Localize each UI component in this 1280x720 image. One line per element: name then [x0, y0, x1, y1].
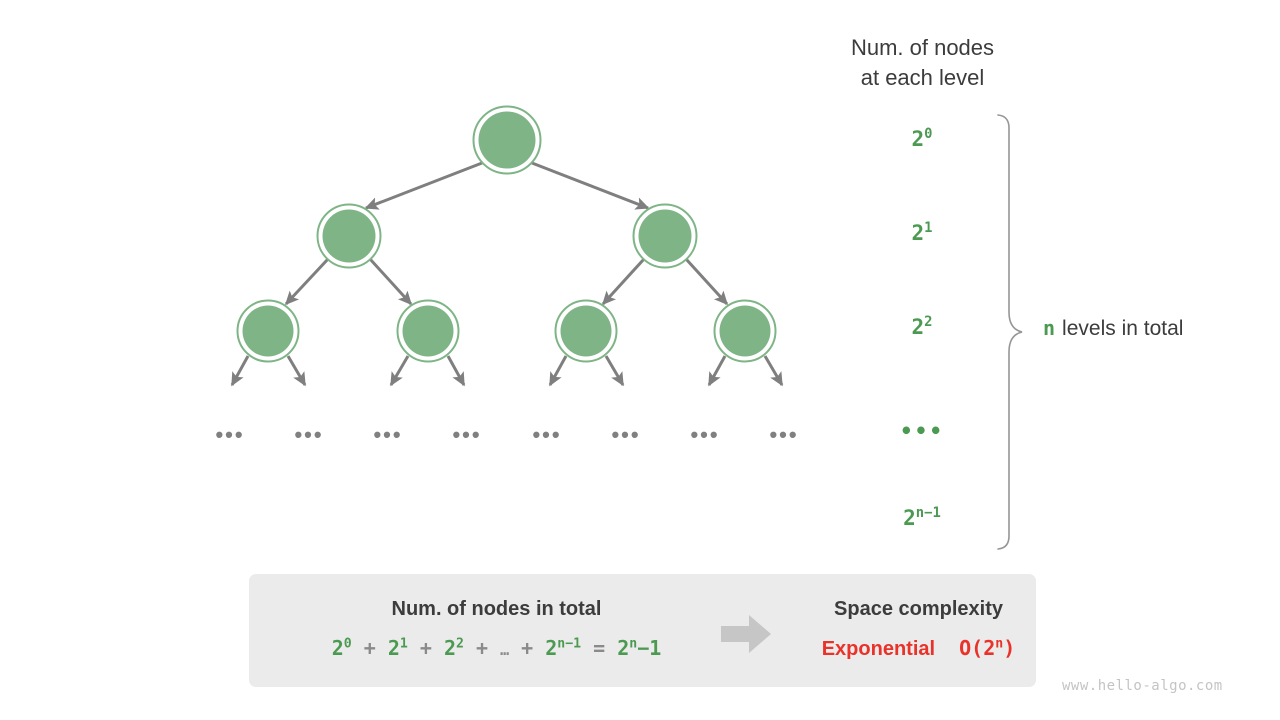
tree-stub-arrow-6 — [707, 355, 727, 387]
tree-leaf-dots-2: ••• — [373, 422, 403, 447]
level-count-label-2: 22 — [862, 315, 982, 339]
tree-edges — [284, 161, 729, 306]
tree-node-L2b[interactable] — [396, 299, 460, 363]
watermark: www.hello-algo.com — [1062, 678, 1223, 694]
tree-edge-L1-L2b — [368, 257, 413, 306]
total-nodes-heading: Num. of nodes in total — [391, 598, 602, 620]
level-count-label-1: 21 — [862, 221, 982, 245]
summary-panel: Num. of nodes in total 20 + 21 + 22 + … … — [249, 574, 1036, 687]
level-count-exponent-2: 2 — [924, 314, 933, 330]
tree-node-R1[interactable] — [632, 203, 698, 269]
levels-total-variable: n — [1043, 316, 1056, 340]
levels-total-text: levels in total — [1062, 317, 1184, 340]
tree-node-L2a[interactable] — [236, 299, 300, 363]
level-count-exponent-0: 0 — [924, 126, 933, 142]
tree-leaf-dots-3: ••• — [452, 422, 482, 447]
levels-curly-brace — [997, 114, 1023, 550]
level-count-ellipsis: ••• — [900, 419, 944, 443]
complexity-label: Exponential — [821, 638, 936, 660]
tree-node-L1[interactable] — [316, 203, 382, 269]
total-nodes-formula: 20 + 21 + 22 + … + 2n−1 = 2n−1 — [331, 636, 662, 660]
tree-stub-arrow-3 — [446, 355, 466, 387]
level-count-base-1: 2 — [911, 221, 925, 245]
tree-leaf-dots-0: ••• — [215, 422, 245, 447]
tree-edge-L1-L2a — [284, 257, 330, 306]
level-count-label-0: 20 — [862, 127, 982, 151]
tree-stub-arrow-2 — [389, 355, 410, 387]
level-count-base-2: 2 — [911, 315, 925, 339]
binary-recursion-tree — [230, 105, 784, 387]
tree-edge-root-R1 — [531, 161, 650, 210]
level-count-base-0: 2 — [911, 127, 925, 151]
right-arrow-icon — [721, 615, 771, 653]
tree-stub-arrow-0 — [230, 355, 250, 387]
levels-total-caption: n levels in total — [1043, 316, 1183, 341]
space-complexity-value: Exponential O(2n) — [821, 636, 1016, 660]
tree-leaf-dots-5: ••• — [611, 422, 641, 447]
level-count-base-4: 2 — [903, 506, 916, 530]
tree-leaf-dots-7: ••• — [769, 422, 799, 447]
tree-edge-R1-R2a — [601, 257, 646, 306]
tree-leaf-dots-4: ••• — [532, 422, 562, 447]
level-count-exponent-4: n−1 — [915, 505, 941, 521]
summary-left-block: Num. of nodes in total 20 + 21 + 22 + … … — [249, 574, 744, 687]
levels-column-title: Num. of nodes at each level — [850, 35, 995, 90]
tree-stub-arrows — [230, 355, 784, 387]
tree-nodes — [236, 105, 777, 363]
level-count-exponent-1: 1 — [924, 220, 933, 236]
tree-edge-root-L1 — [364, 161, 483, 210]
tree-leaf-dots-1: ••• — [294, 422, 324, 447]
tree-node-R2a[interactable] — [554, 299, 618, 363]
tree-stub-arrow-1 — [286, 355, 307, 387]
tree-stub-arrow-5 — [604, 355, 625, 387]
tree-stub-arrow-7 — [763, 355, 784, 387]
summary-right-block: Space complexity Exponential O(2n) — [801, 574, 1036, 687]
tree-edge-R1-R2b — [684, 257, 729, 306]
tree-stub-arrow-4 — [548, 355, 568, 387]
tree-node-R2b[interactable] — [713, 299, 777, 363]
tree-node-root[interactable] — [472, 105, 542, 175]
level-count-label-4: 2n−1 — [862, 506, 982, 530]
tree-leaf-dots-6: ••• — [690, 422, 720, 447]
space-complexity-heading: Space complexity — [834, 598, 1003, 620]
